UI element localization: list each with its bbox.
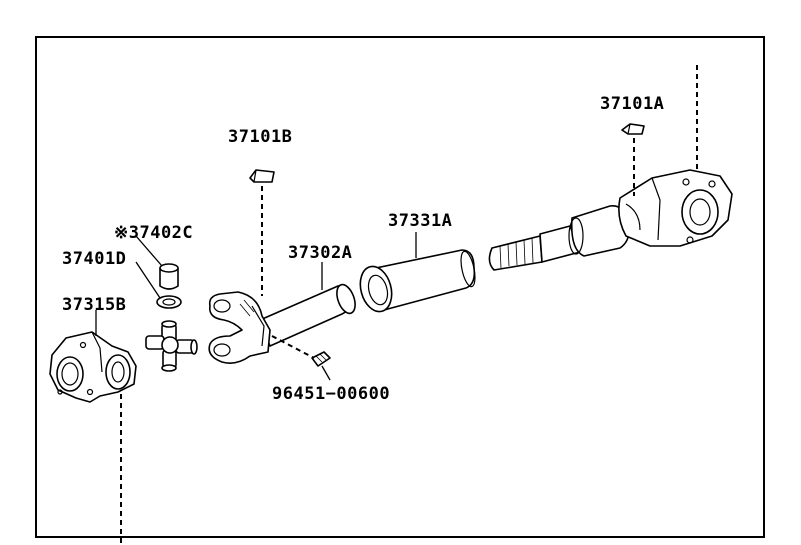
- leader-96451: [271, 335, 315, 359]
- leader-96451-b: [321, 365, 331, 381]
- label-37302A: 37302A: [288, 243, 352, 263]
- clip-37101A: [621, 123, 645, 135]
- diagram-frame: [35, 36, 765, 538]
- label-37402C: ※37402C: [114, 223, 193, 243]
- label-37101A: 37101A: [600, 94, 664, 114]
- flange-yoke-37315B: [49, 331, 137, 403]
- tube-yoke-37302A: [208, 283, 356, 364]
- universal-joint-spider: [145, 320, 198, 372]
- bearing-cup-37402C: [159, 263, 179, 290]
- sleeve-37331A: [359, 249, 476, 313]
- label-37315B: 37315B: [62, 295, 126, 315]
- label-37401D: 37401D: [62, 249, 126, 269]
- snap-ring-37401D: [156, 295, 182, 309]
- grease-fitting-96451: [311, 351, 331, 367]
- label-96451-00600: 96451−00600: [272, 384, 390, 404]
- label-37101B: 37101B: [228, 127, 292, 147]
- clip-37101B: [249, 169, 275, 183]
- leader-37401D: [135, 261, 161, 299]
- label-37331A: 37331A: [388, 211, 452, 231]
- leader-37402C: [135, 235, 163, 267]
- sliding-yoke-shaft: [488, 169, 733, 271]
